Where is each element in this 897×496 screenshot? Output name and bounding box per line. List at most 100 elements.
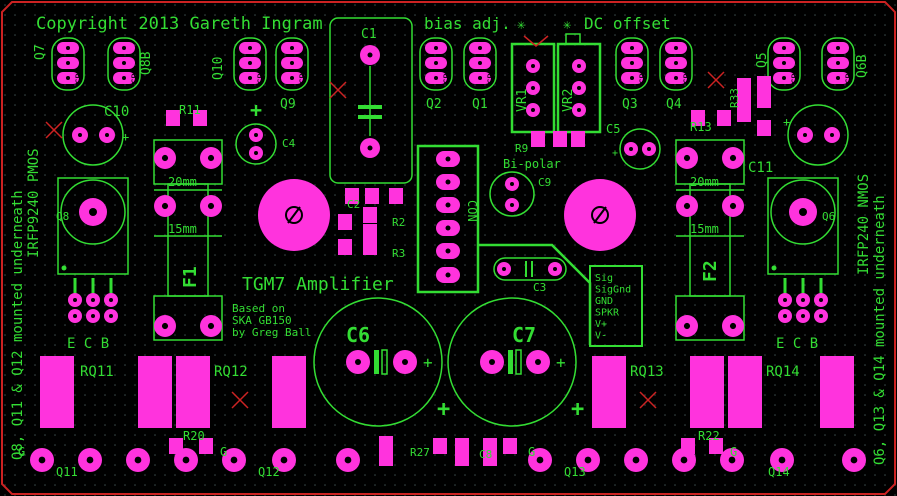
con-pads: [436, 151, 460, 283]
smd-pad: [389, 188, 403, 204]
svg-text:C11: C11: [748, 160, 773, 176]
ref-label: Q7: [33, 44, 48, 60]
svg-text:15mm: 15mm: [168, 222, 197, 236]
ref-label: Q14: [768, 465, 790, 479]
q8-transistor: Q8 E C B + C10: [56, 104, 129, 352]
leg-pad-drill: [801, 298, 805, 302]
rq-pad: [272, 356, 306, 428]
ref-label: Q3: [622, 97, 638, 112]
svg-text:F2: F2: [700, 260, 721, 282]
leg-pad-drill: [91, 314, 95, 318]
smd-pad: [379, 450, 393, 466]
bias-adj-text: bias adj.: [424, 14, 511, 33]
connector-label: V+: [595, 319, 607, 330]
to92-drill: [782, 46, 786, 50]
dc-star: ✳: [563, 17, 572, 33]
ref-label: Q1: [472, 97, 488, 112]
to92-outline: [51, 37, 85, 91]
svg-text:R3: R3: [392, 247, 405, 260]
fuse-pad-drill: [729, 154, 737, 162]
smd-pad: [199, 438, 213, 454]
smd-pad: [363, 207, 377, 223]
to92-outline: [821, 37, 855, 91]
con-pad-drill: [445, 202, 451, 208]
smd-pad: [691, 110, 705, 126]
svg-text:E C B: E C B: [776, 336, 818, 352]
svg-text:C10: C10: [104, 104, 129, 120]
svg-text:20mm: 20mm: [168, 175, 197, 189]
cbe-label: CBE: [639, 68, 649, 84]
vr-pad-drill: [577, 64, 581, 68]
fuse-pad-drill: [683, 322, 691, 330]
to92-drill: [478, 46, 482, 50]
svg-text:C9: C9: [538, 176, 551, 189]
ref-label: RQ14: [766, 364, 800, 380]
leg-pad-drill: [783, 314, 787, 318]
bottom-pad-drill: [344, 456, 352, 464]
fuse-pad-drill: [729, 322, 737, 330]
to92-drill: [66, 46, 70, 50]
ref-label: Q6B: [855, 54, 870, 78]
bottom-pad-drill: [632, 456, 640, 464]
vr-pads: [526, 59, 586, 117]
fuse-pad-drill: [207, 202, 215, 210]
cbe-label: CBE: [257, 68, 267, 84]
svg-text:Q6: Q6: [822, 210, 835, 223]
svg-text:C6: C6: [346, 323, 370, 347]
to92-drill: [248, 61, 252, 65]
cbe-label: CBE: [131, 68, 141, 84]
to92-drill: [836, 61, 840, 65]
amplifier-title: TGM7 Amplifier: [242, 274, 394, 295]
left-vertical-1: Q8, Q11 & Q12 mounted underneath: [10, 190, 26, 460]
smd-pads: [166, 76, 771, 466]
to92-drill: [674, 61, 678, 65]
svg-text:+: +: [423, 353, 433, 372]
fuse-f1: 20mm 15mm F1: [153, 139, 223, 341]
to92-drill: [674, 46, 678, 50]
smd-pad: [709, 438, 723, 454]
to92-drill: [66, 61, 70, 65]
to92-drill: [630, 76, 634, 80]
vr-pad-drill: [577, 108, 581, 112]
x-mark-line: [707, 71, 725, 89]
to92-drill: [434, 61, 438, 65]
ref-label: RQ11: [80, 364, 114, 380]
svg-text:R9: R9: [515, 142, 528, 155]
svg-text:R11: R11: [179, 103, 201, 117]
c4-capacitor: C4 +: [235, 98, 296, 165]
bottom-pad-drill: [134, 456, 142, 464]
to92-outline: [767, 37, 801, 91]
smd-pad: [737, 106, 751, 122]
to92-drill: [290, 76, 294, 80]
leg-pad-drill: [109, 298, 113, 302]
svg-text:VR1: VR1: [515, 89, 530, 112]
to92-outline: [275, 37, 309, 91]
ref-label: Q4: [666, 97, 682, 112]
bottom-pad-drill: [86, 456, 94, 464]
fuse-pad-drill: [207, 154, 215, 162]
ref-label: Q10: [211, 57, 226, 80]
smd-pad: [503, 438, 517, 454]
ref-label: Q13: [564, 465, 586, 479]
bottom-pad-drill: [182, 456, 190, 464]
to92-drill: [434, 76, 438, 80]
to92-drill: [66, 76, 70, 80]
smd-pad: [571, 131, 585, 147]
bottom-pad-drill: [38, 456, 46, 464]
con-pad-drill: [445, 225, 451, 231]
smd-pad: [379, 436, 393, 452]
svg-text:+: +: [122, 130, 129, 144]
svg-text:CON: CON: [465, 200, 479, 222]
leg-pad-drill: [783, 298, 787, 302]
svg-text:R22: R22: [698, 429, 720, 443]
x-mark-line: [329, 81, 347, 99]
x-mark-line: [231, 391, 249, 409]
svg-text:C4: C4: [282, 137, 296, 150]
to92-drill: [674, 76, 678, 80]
svg-text:R33: R33: [728, 88, 741, 108]
fuse-pad-drill: [161, 202, 169, 210]
